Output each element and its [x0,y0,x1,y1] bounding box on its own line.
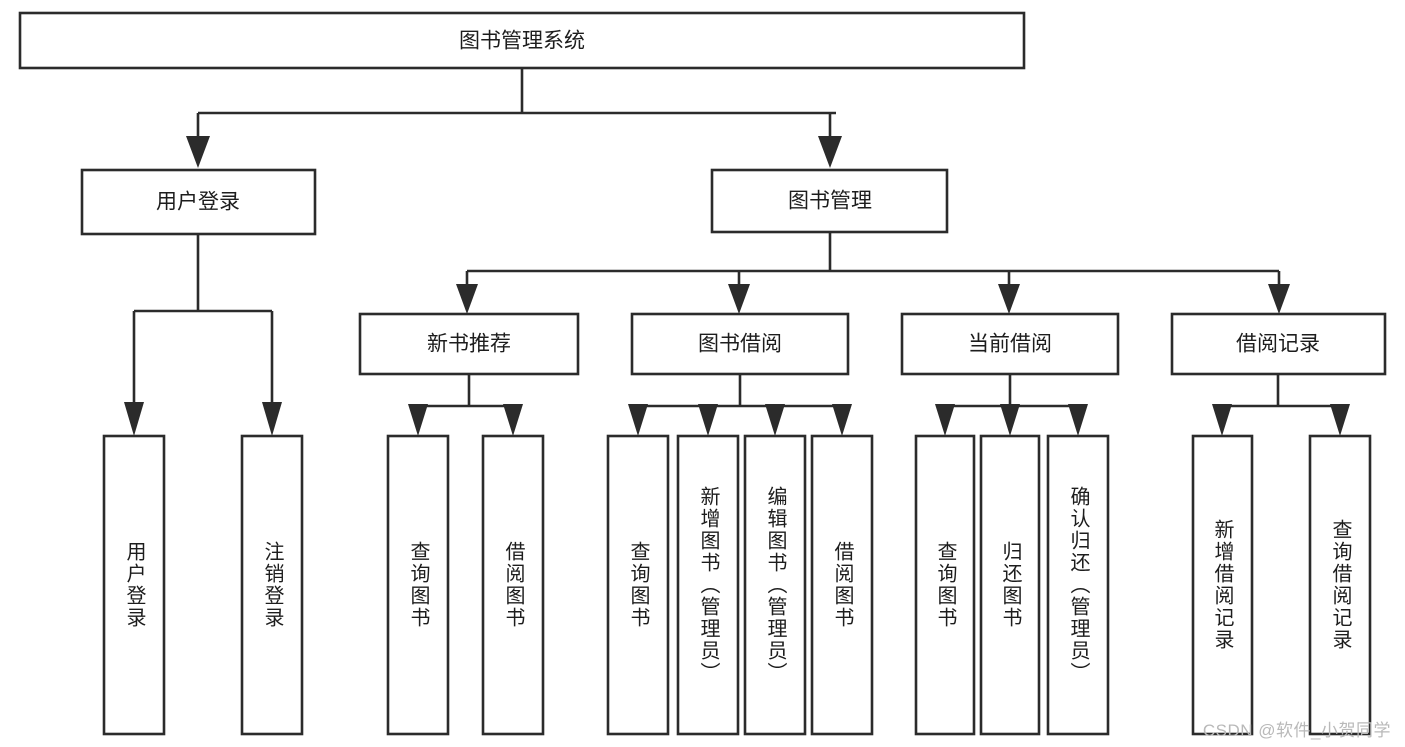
leaf-user-login-login-label: 用户登录 [123,541,146,629]
leaf-new-book-borrow-box[interactable] [481,434,545,736]
node-new-book-recommend[interactable]: 新书推荐 [358,312,580,376]
leaf-book-borrow-add-box[interactable] [676,434,740,736]
leaf-borrow-record-query-box[interactable] [1308,434,1372,736]
node-root-system-box[interactable] [18,11,1026,70]
leaf-book-borrow-add[interactable]: 新增图书（管理员） [676,434,740,736]
leaf-book-borrow-query[interactable]: 查询图书 [606,434,670,736]
arrowhead-icon-leaf-user-login [124,402,144,436]
leaf-new-book-query[interactable]: 查询图书 [386,434,450,736]
leaf-book-borrow-borrow[interactable]: 借阅图书 [810,434,874,736]
leaf-current-borrow-confirm-box[interactable] [1046,434,1110,736]
leaf-current-borrow-query-box[interactable] [914,434,976,736]
arrowhead-icon-cb-leaf-1 [935,404,955,436]
arrowhead-icon-new-book [456,284,478,314]
arrowhead-icon-nb-leaf-1 [408,404,428,436]
leaf-current-borrow-return[interactable]: 归还图书 [979,434,1041,736]
arrowhead-icon-br-leaf-1 [1212,404,1232,436]
arrowhead-icon-leaf-logout [262,402,282,436]
leaf-user-login-login-box[interactable] [102,434,166,736]
node-current-borrow[interactable]: 当前借阅 [900,312,1120,376]
leaf-current-borrow-query[interactable]: 查询图书 [914,434,976,736]
arrowhead-icon-cb-leaf-3 [1068,404,1088,436]
leaf-book-borrow-query-box[interactable] [606,434,670,736]
leaf-user-login-logout[interactable]: 注销登录 [240,434,304,736]
node-user-login-box[interactable] [80,168,317,236]
node-book-manage[interactable]: 图书管理 [710,168,949,234]
leaf-current-borrow-confirm[interactable]: 确认归还（管理员） [1046,434,1110,736]
leaf-borrow-record-add-label: 新增借阅记录 [1211,519,1234,651]
node-book-manage-label: 图书管理 [788,190,872,213]
arrowhead-icon-bb-leaf-2 [698,404,718,436]
arrowheads-layer [124,136,1350,436]
leaf-new-book-borrow[interactable]: 借阅图书 [481,434,545,736]
node-book-manage-box[interactable] [710,168,949,234]
arrowhead-icon-book-manage [818,136,842,168]
leaf-user-login-login[interactable]: 用户登录 [102,434,166,736]
node-book-borrow-box[interactable] [630,312,850,376]
arrowhead-icon-nb-leaf-2 [503,404,523,436]
leaf-current-borrow-return-box[interactable] [979,434,1041,736]
node-borrow-record-box[interactable] [1170,312,1387,376]
node-current-borrow-box[interactable] [900,312,1120,376]
node-root-system[interactable]: 图书管理系统 [18,11,1026,70]
arrowhead-icon-borrow-record [1268,284,1290,314]
arrowhead-icon-bb-leaf-4 [832,404,852,436]
node-book-borrow[interactable]: 图书借阅 [630,312,850,376]
leaf-borrow-record-query-label: 查询借阅记录 [1329,519,1352,651]
node-new-book-recommend-box[interactable] [358,312,580,376]
nodes-layer: 图书管理系统 用户登录 图书管理 新书推荐 图书借阅 [18,11,1387,736]
leaf-book-borrow-edit[interactable]: 编辑图书（管理员） [743,434,807,736]
arrowhead-icon-cb-leaf-2 [1000,404,1020,436]
leaf-book-borrow-borrow-box[interactable] [810,434,874,736]
leaf-current-borrow-confirm-label: 确认归还（管理员） [1067,486,1090,684]
leaf-current-borrow-query-label: 查询图书 [934,541,957,629]
node-user-login-label: 用户登录 [156,191,240,214]
leaf-book-borrow-edit-label: 编辑图书（管理员） [764,486,787,684]
leaf-new-book-borrow-label: 借阅图书 [502,541,525,629]
arrowhead-icon-user-login [186,136,210,168]
leaf-new-book-query-label: 查询图书 [407,541,430,629]
node-current-borrow-label: 当前借阅 [968,333,1052,356]
leaf-book-borrow-edit-box[interactable] [743,434,807,736]
leaf-book-borrow-query-label: 查询图书 [627,541,650,629]
node-user-login[interactable]: 用户登录 [80,168,317,236]
leaf-borrow-record-add-box[interactable] [1191,434,1254,736]
leaf-new-book-query-box[interactable] [386,434,450,736]
arrowhead-icon-bb-leaf-1 [628,404,648,436]
arrowhead-icon-book-borrow [728,284,750,314]
arrowhead-icon-br-leaf-2 [1330,404,1350,436]
node-borrow-record-label: 借阅记录 [1236,333,1320,356]
node-root-system-label: 图书管理系统 [459,30,585,53]
leaf-user-login-logout-label: 注销登录 [261,541,284,629]
leaf-user-login-logout-box[interactable] [240,434,304,736]
leaf-current-borrow-return-label: 归还图书 [999,541,1022,629]
leaf-book-borrow-add-label: 新增图书（管理员） [697,486,720,684]
leaf-borrow-record-add[interactable]: 新增借阅记录 [1191,434,1254,736]
leaf-borrow-record-query[interactable]: 查询借阅记录 [1308,434,1372,736]
node-borrow-record[interactable]: 借阅记录 [1170,312,1387,376]
node-book-borrow-label: 图书借阅 [698,333,782,356]
arrowhead-icon-bb-leaf-3 [765,404,785,436]
arrowhead-icon-current-borrow [998,284,1020,314]
node-new-book-recommend-label: 新书推荐 [427,333,511,356]
leaf-book-borrow-borrow-label: 借阅图书 [831,541,854,629]
